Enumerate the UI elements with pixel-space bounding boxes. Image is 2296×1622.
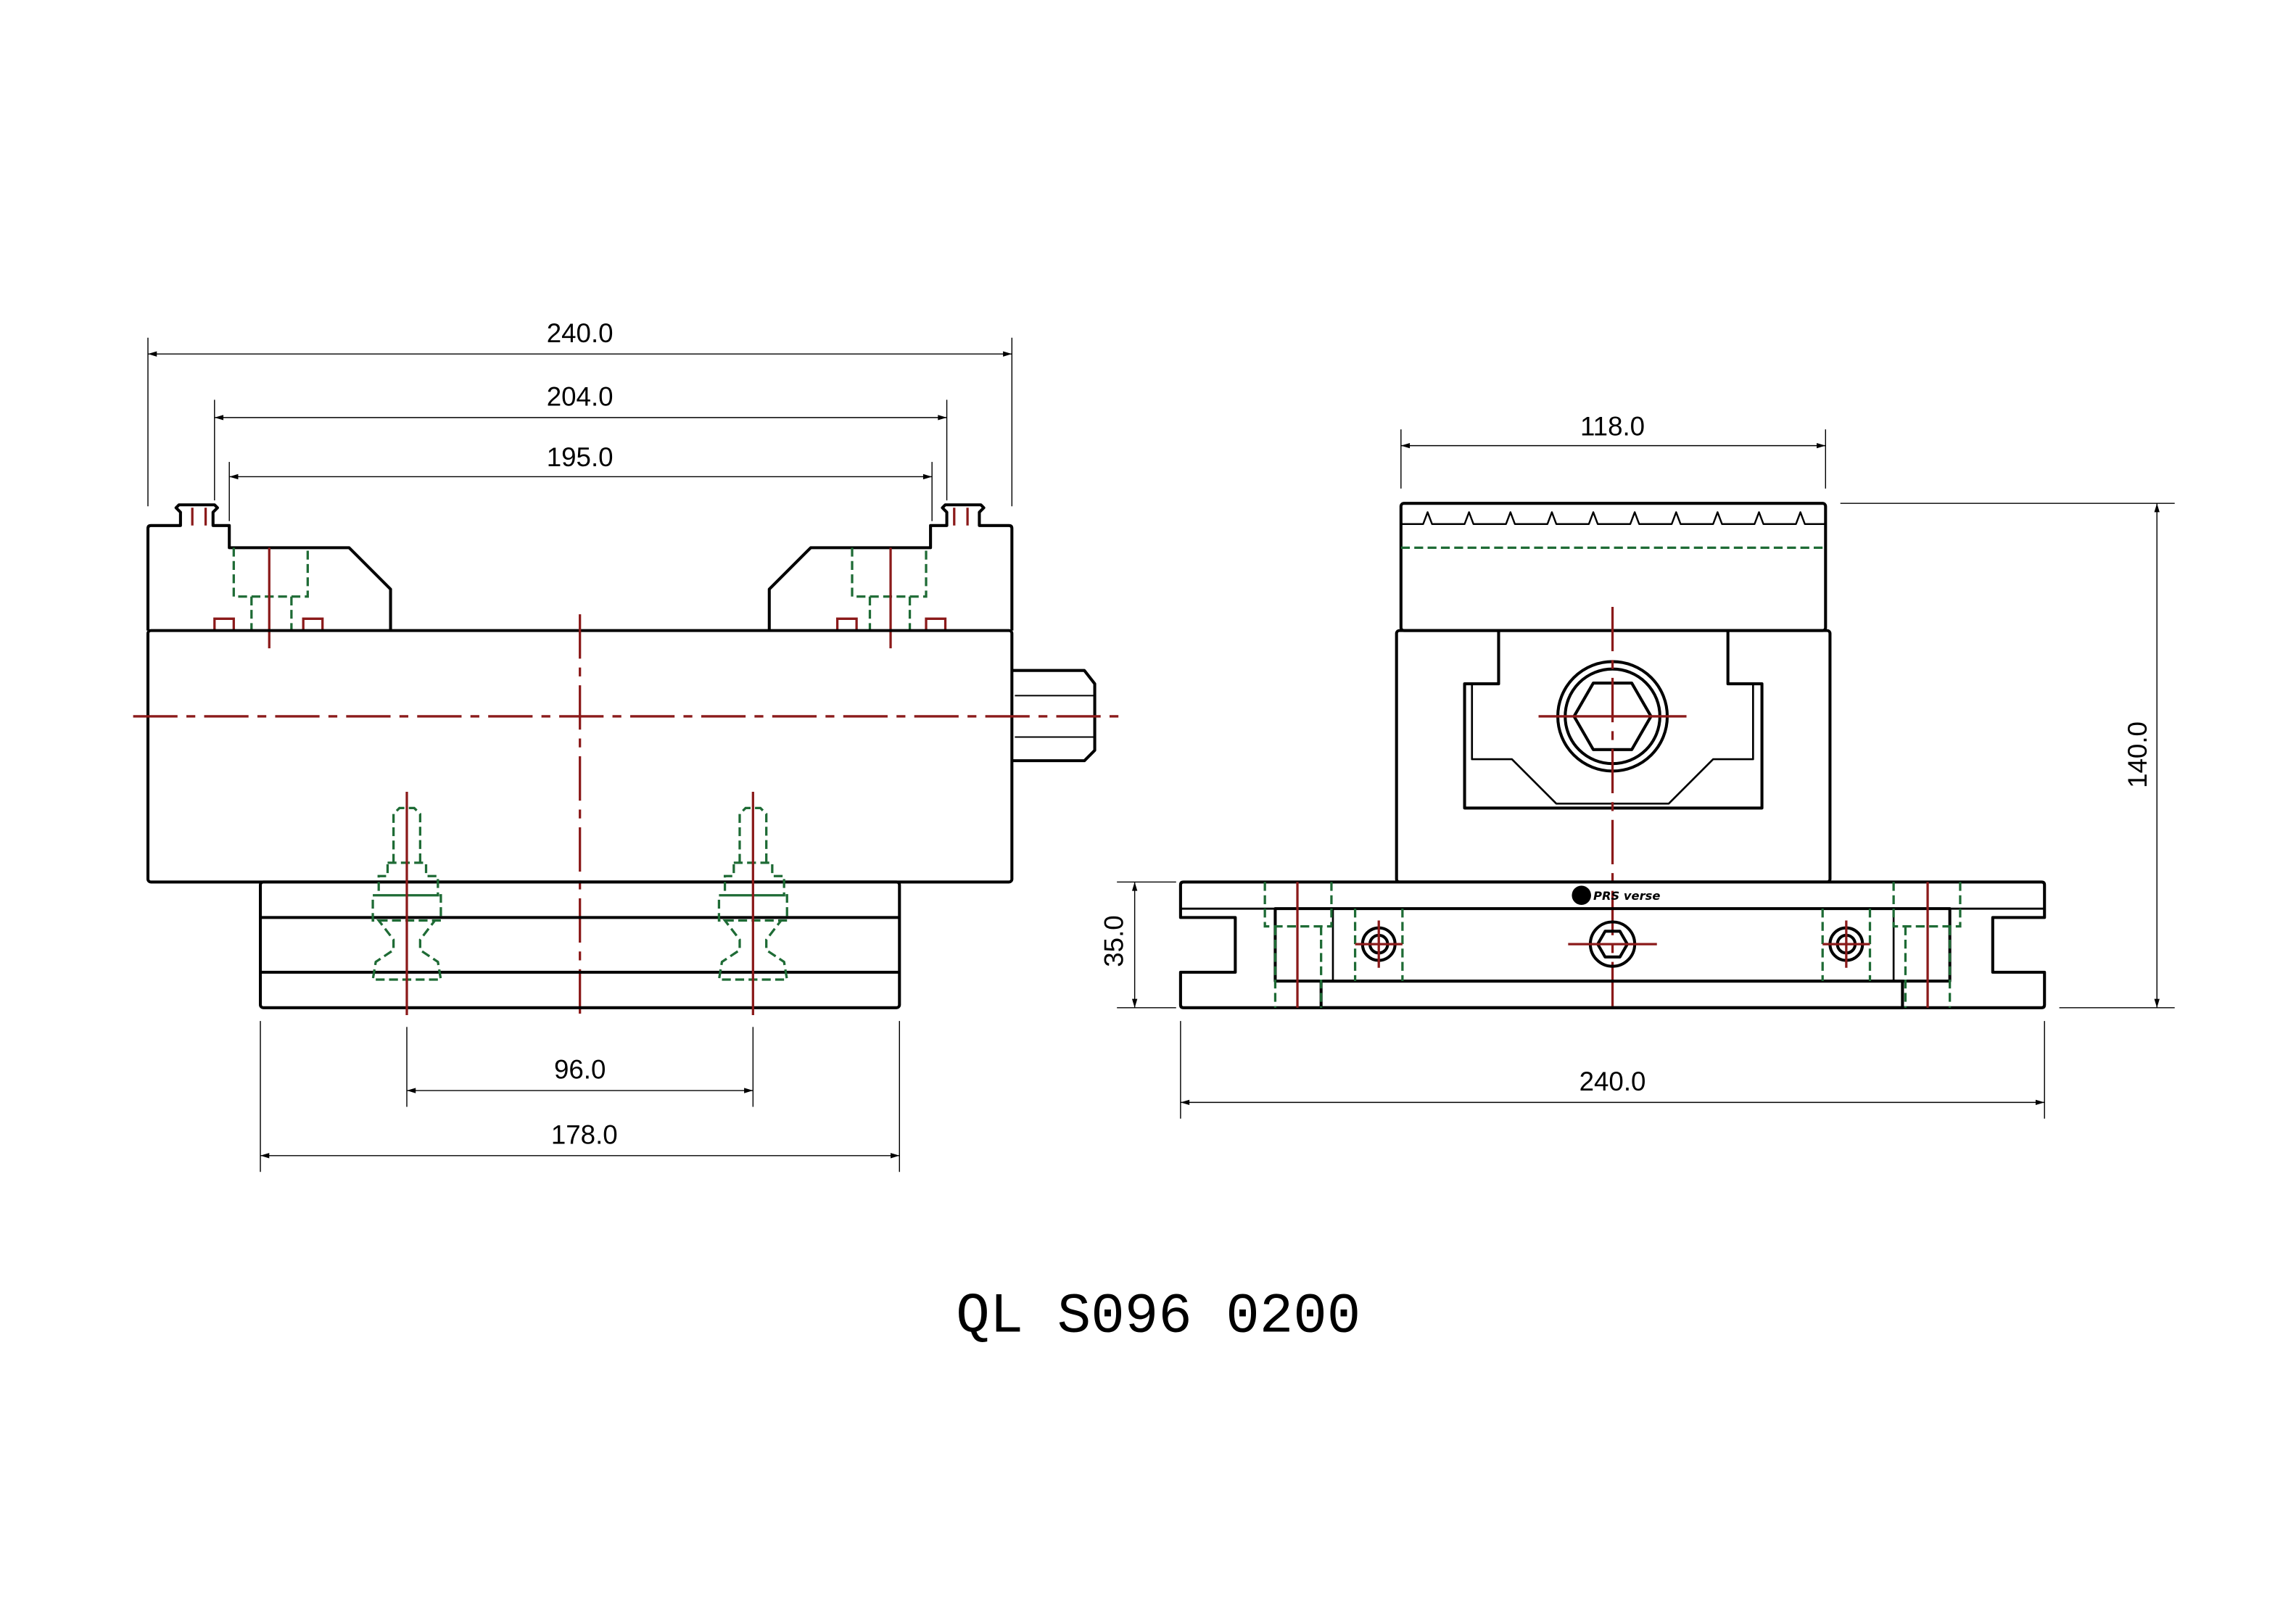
clamping-pin-right <box>717 791 789 1016</box>
dim-jaw-outer: 204.0 <box>214 382 948 501</box>
dim-jaw-width: 118.0 <box>1400 411 1827 489</box>
side-view: 118.0 <box>1099 411 2175 1119</box>
logo-text: PRS verse <box>1593 889 1660 903</box>
dim-label: 204.0 <box>547 382 614 412</box>
right-jaw <box>767 503 1014 631</box>
dim-side-base-width: 240.0 <box>1180 1021 2045 1119</box>
dim-jaw-inner: 195.0 <box>228 442 933 521</box>
dim-base-height: 35.0 <box>1099 881 1176 1009</box>
front-view: 240.0 204.0 195.0 <box>133 318 1125 1172</box>
dim-label: 178.0 <box>551 1120 618 1149</box>
dim-label: 118.0 <box>1580 411 1645 441</box>
dim-label: 96.0 <box>554 1055 606 1085</box>
dim-total-height: 140.0 <box>1840 502 2175 1009</box>
base-bolts <box>1355 920 1870 968</box>
dim-label: 240.0 <box>1579 1067 1646 1096</box>
left-jaw <box>146 503 392 631</box>
brand-logo: PRS verse <box>1572 885 1660 906</box>
dim-pin-spacing: 96.0 <box>406 1027 754 1107</box>
dim-label: 240.0 <box>547 318 614 348</box>
base-plate <box>258 880 901 1009</box>
dim-label: 140.0 <box>2123 721 2152 788</box>
dim-overall-width: 240.0 <box>147 318 1013 507</box>
clamping-pin-left <box>371 791 442 1016</box>
jaw-hidden-bolts <box>191 508 969 649</box>
side-base <box>1178 880 2047 1009</box>
dim-label: 195.0 <box>547 442 614 472</box>
dim-base-width: 178.0 <box>260 1021 901 1172</box>
part-number-title: QL S096 0200 <box>956 1286 1360 1349</box>
dim-label: 35.0 <box>1099 915 1128 967</box>
